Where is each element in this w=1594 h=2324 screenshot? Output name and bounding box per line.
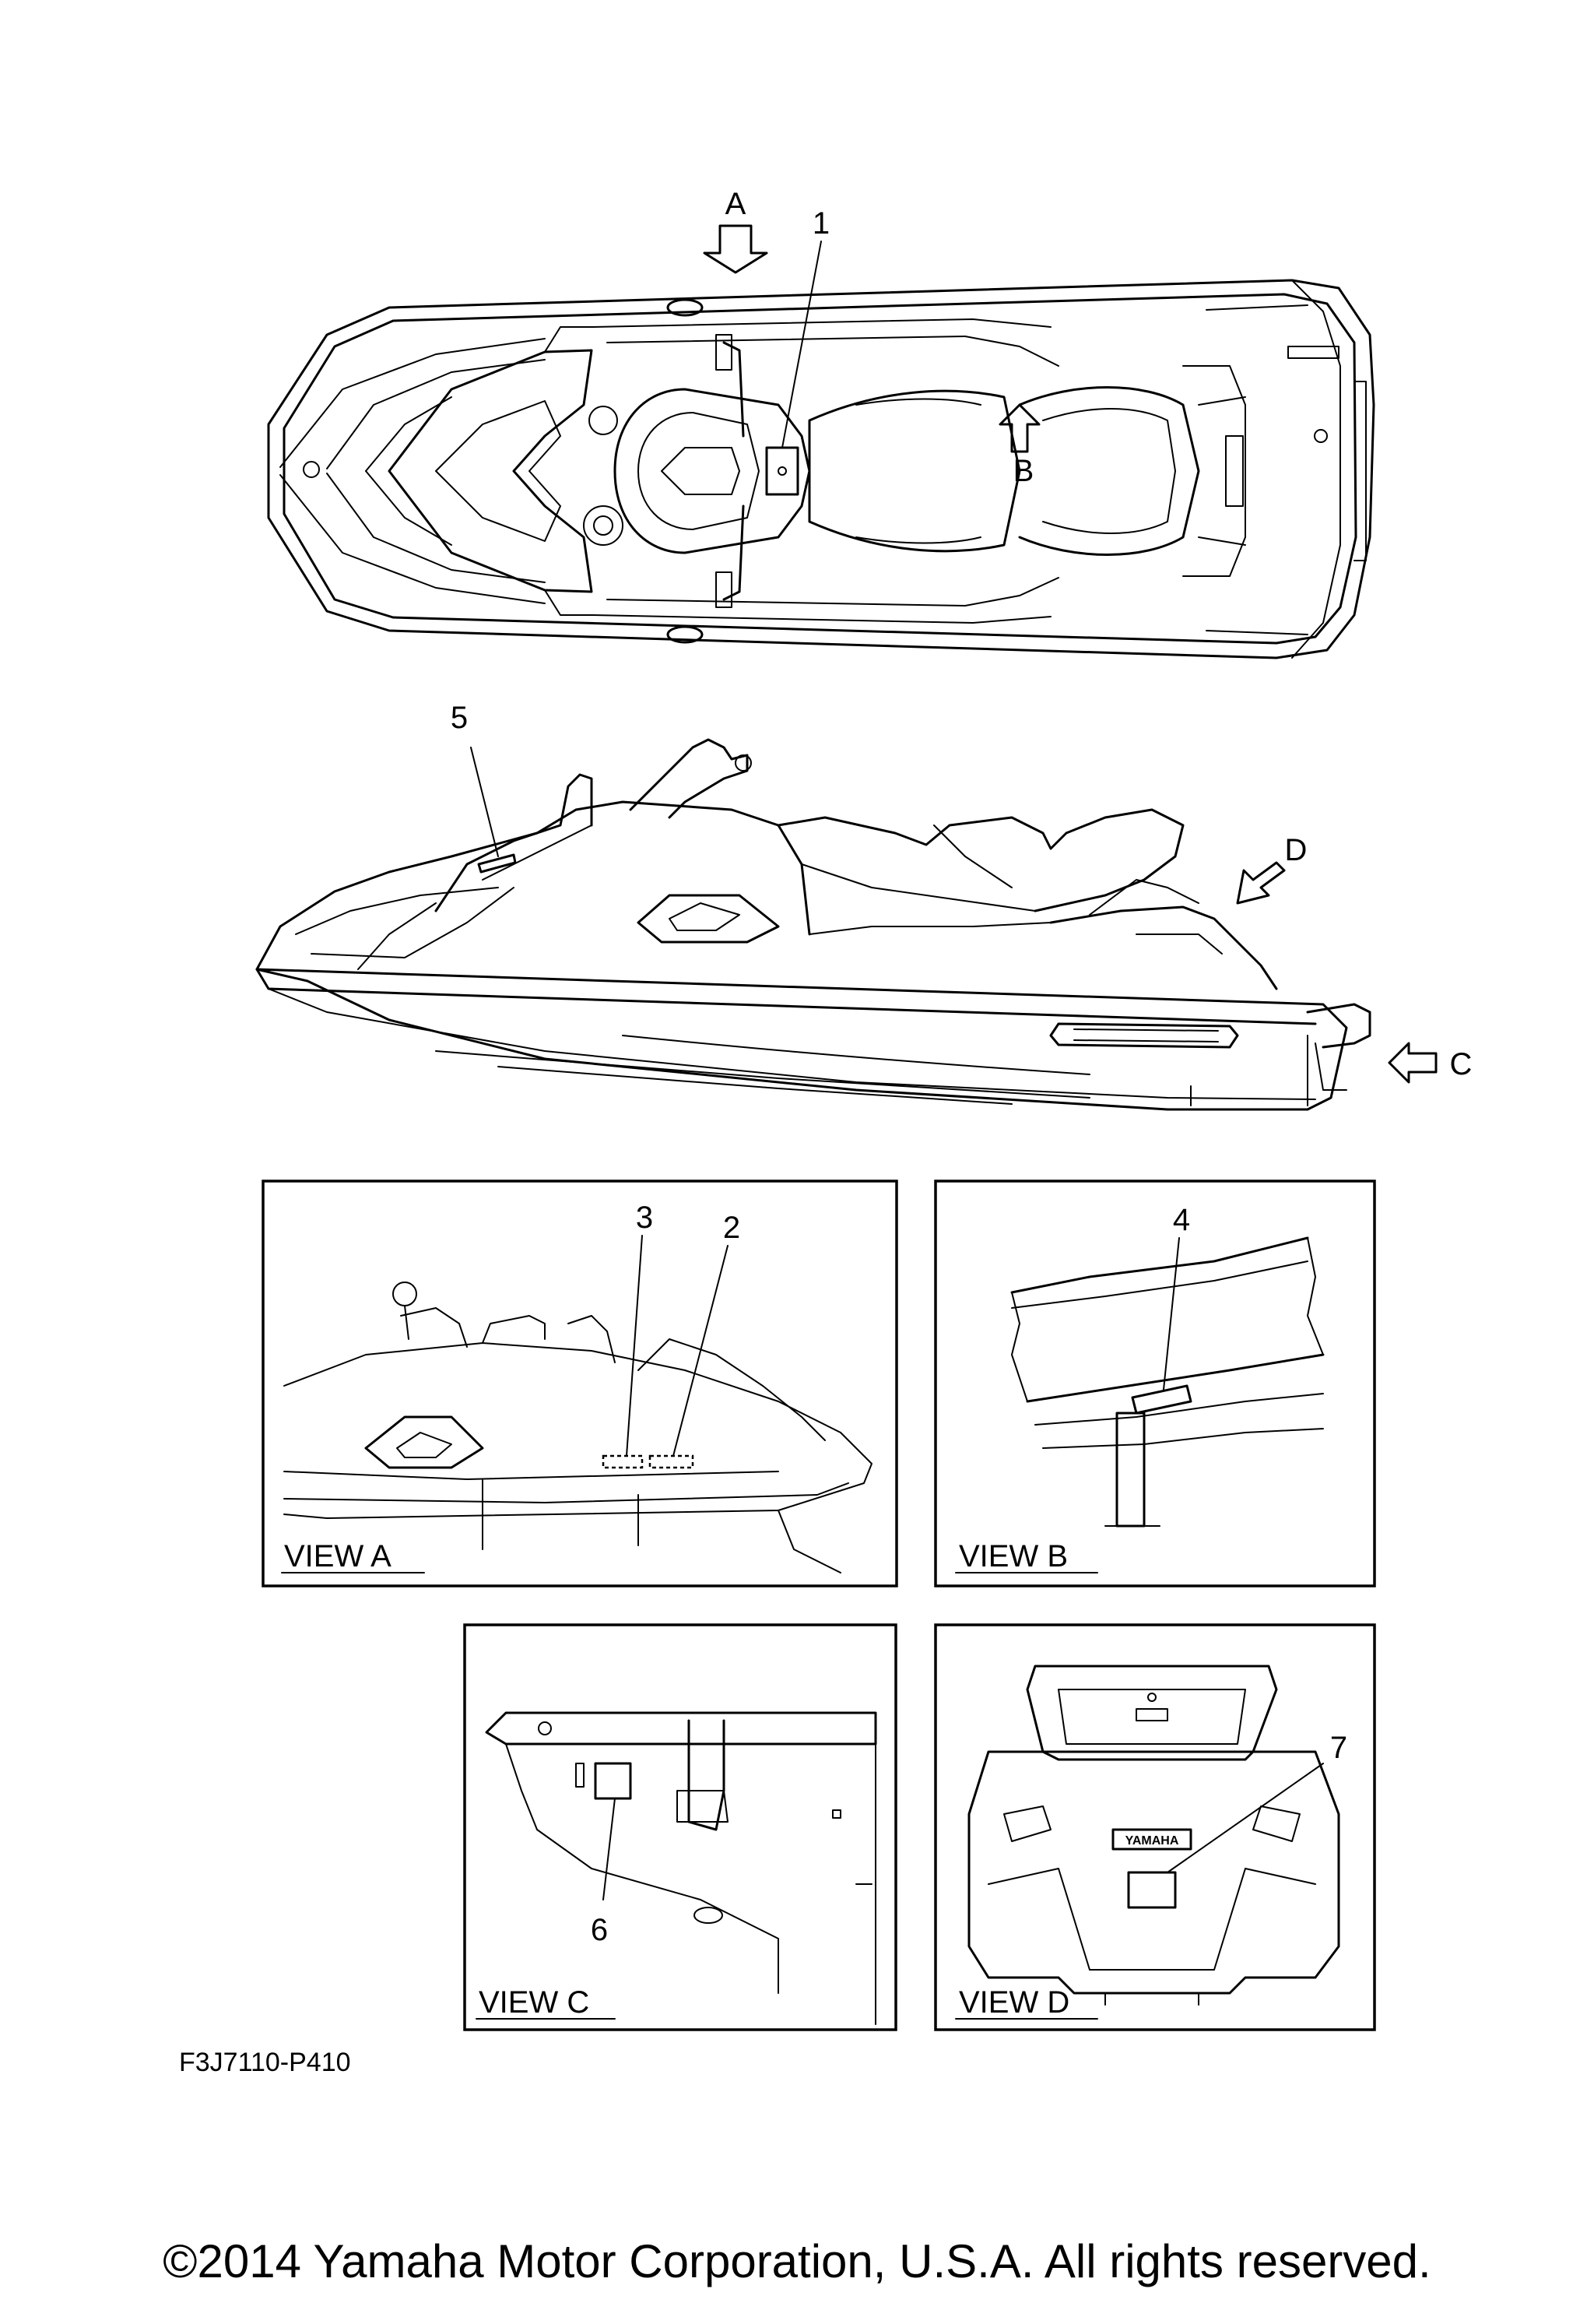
top-view-watercraft: A B 1 (267, 187, 1375, 659)
side-view-watercraft: 5 D C (255, 701, 1473, 1111)
callout-6: 6 (591, 1913, 608, 1947)
view-b-label: VIEW B (959, 1539, 1068, 1573)
copyright-notice: ©2014 Yamaha Motor Corporation, U.S.A. A… (163, 2235, 1431, 2287)
callout-4: 4 (1173, 1203, 1190, 1237)
view-d-panel: YAMAHA 7 VIEW D (934, 1623, 1376, 2031)
arrow-label-d: D (1285, 833, 1308, 867)
callout-5: 5 (451, 701, 468, 735)
view-c-panel: 6 VIEW C (463, 1623, 897, 2031)
view-c-label: VIEW C (479, 1985, 589, 2020)
view-a-label: VIEW A (284, 1539, 391, 1573)
arrow-label-b: B (1013, 454, 1034, 488)
drawing-code: F3J7110-P410 (179, 2048, 351, 2077)
callout-1: 1 (813, 206, 830, 241)
callout-3: 3 (636, 1201, 653, 1235)
view-b-panel: 4 VIEW B (934, 1180, 1376, 1587)
arrow-label-c: C (1450, 1047, 1473, 1081)
callout-7: 7 (1330, 1731, 1347, 1765)
callout-2: 2 (723, 1211, 740, 1245)
yamaha-badge: YAMAHA (1125, 1834, 1179, 1848)
arrow-label-a: A (725, 187, 746, 221)
view-a-panel: 3 2 VIEW A (262, 1180, 898, 1587)
view-d-label: VIEW D (959, 1985, 1069, 2020)
